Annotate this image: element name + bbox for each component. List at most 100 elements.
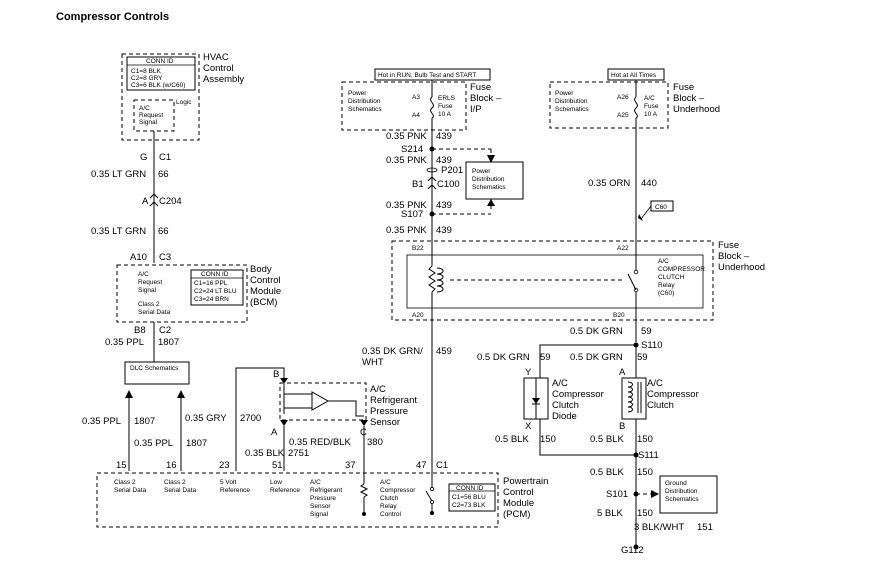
hvac-sig1: A/C [139,105,150,112]
pcm-pin-51: 51 [272,460,283,471]
fuse-ip-n3: I/P [470,104,482,115]
wire-2751-color: 0.35 BLK [245,448,285,459]
relay-n2: Block – [718,251,750,262]
diode-l3: Clutch [552,400,579,411]
wire-1807b-color: 0.35 PPL [134,438,173,449]
hvac-sig2: Request [139,112,163,119]
bcm-name4: (BCM) [250,297,277,308]
fuse-ip-a3: A3 [412,94,420,101]
clutch-pin-a: A [619,367,626,378]
fuse-block-underhood-top: Hot at All Times Power Distribution Sche… [549,68,720,129]
splice-s101: S101 [606,489,628,500]
relay-resistor [428,265,436,293]
bcm-l4: Class 2 [138,301,160,308]
c204-pin: A [142,196,149,207]
wire-151-circuit: 151 [697,522,713,533]
pcm-rc3: Clutch [380,495,399,502]
relay-a22: A22 [617,245,629,252]
ground-g112: G112 [621,545,644,556]
wire-2700-circuit: 2700 [240,413,261,424]
diode-pin-x: X [525,421,532,432]
pd-mid-l2: Distribution [472,176,505,183]
wire-439d-color: 0.35 PNK [386,225,427,236]
wire-150b-color: 0.5 BLK [590,434,624,445]
diode-pin-y: Y [525,367,532,378]
splice-s111: S111 [638,450,659,461]
ground-distribution-box [659,475,718,514]
pcm-n3: Module [503,498,534,509]
fuse-ip-pd2: Distribution [348,98,381,105]
fuse-ip-f2: Fuse [438,103,453,110]
fuse-uh-hot: Hot at All Times [611,72,657,79]
pcm-rc1: A/C [380,479,391,486]
pcm-sensor-resistor [359,483,369,498]
bcm-conn-c2: C2 [159,325,171,336]
wire-459-color2: WHT [362,357,384,368]
pcm-c2: C2=73 BLK [452,502,486,509]
wire-380-circuit: 380 [367,437,383,448]
relay-n3: Underhood [718,262,765,273]
relay-fuse-block-underhood: B22 A22 A20 B20 A/C COMPRESSOR CLUTCH Re… [391,240,765,321]
relay-coil [436,267,444,293]
gd-l2: Distribution [665,488,698,495]
bcm-conn-c3: C3 [159,252,171,263]
bcm-l5: Serial Data [138,309,171,316]
hvac-c1: C1=8 BLK [131,68,161,75]
ac-fuse-symbol [634,96,638,119]
wire-150d-color: 5 BLK [597,508,624,519]
wire-150a-circuit: 150 [540,434,556,445]
p201-label: P201 [441,165,463,176]
wire-150a-color: 0.5 BLK [495,434,529,445]
body-control-module: A/C Request Signal Class 2 Serial Data C… [116,264,281,323]
bcm-pin-b8: B8 [134,325,146,336]
pcm-conn-c1: C1 [436,460,448,471]
hvac-c3: C3=6 BLK (w/C60) [131,82,185,89]
power-distribution-box [465,161,524,200]
pcm-cs1b: Serial Data [114,487,147,494]
hvac-name3: Assembly [203,74,244,85]
pcm-lra: Low [270,479,282,486]
wire-66b-circuit: 66 [158,226,169,237]
relay-r1: A/C [658,258,669,265]
bcm-name2: Control [250,275,281,286]
wire-440-color: 0.35 ORN [588,178,630,189]
relay-r3: CLUTCH [658,274,685,281]
relay-a20: A20 [412,312,424,319]
wire-59b-circuit: 59 [540,352,551,363]
pcm-rc5: Control [380,511,402,518]
wire-151-color: 3 BLK/WHT [634,522,684,533]
pcm-pin-15: 15 [116,460,127,471]
wire-150c-circuit: 150 [637,467,653,478]
sensor-l1: A/C [370,384,386,395]
pcm-lrb: Reference [270,487,300,494]
wire-66a-circuit: 66 [158,169,169,180]
fuse-uh-a25: A25 [617,112,629,119]
bcm-c2: C2=24 LT BLU [194,288,237,295]
fuse-ip-f1: ERLS [438,95,456,102]
hvac-c2: C2=8 GRY [131,75,163,82]
hvac-control-assembly: CONN ID C1=8 BLK C2=8 GRY C3=6 BLK (w/C6… [121,52,244,141]
c60-label: C60 [655,204,667,211]
bcm-pin-a10: A10 [130,252,147,263]
gd-l3: Schematics [665,496,699,503]
fuse-ip-n2: Block – [470,93,502,104]
fuse-uh-pd2: Distribution [555,98,588,105]
relay-b20: B20 [613,312,625,319]
bcm-c3: C3=24 BRN [194,296,229,303]
sensor-l4: Sensor [370,417,400,428]
clutch-l3: Clutch [647,400,674,411]
pcm-pin-16: 16 [166,460,177,471]
wire-150d-circuit: 150 [637,508,653,519]
fuse-uh-pd3: Schematics [555,106,589,113]
fuse-ip-pd3: Schematics [348,106,382,113]
hvac-conn-id: CONN ID [146,58,174,65]
pcm-cs1a: Class 2 [114,479,136,486]
fuse-ip-n1: Fuse [470,82,491,93]
hvac-logic: Logic [176,99,192,106]
pcm-pin-47: 47 [416,460,427,471]
relay-r2: COMPRESSOR [658,266,705,273]
wire-1807a-color: 0.35 PPL [82,416,121,427]
diode-l4: Diode [552,411,577,422]
hvac-sig3: Signal [139,119,158,126]
